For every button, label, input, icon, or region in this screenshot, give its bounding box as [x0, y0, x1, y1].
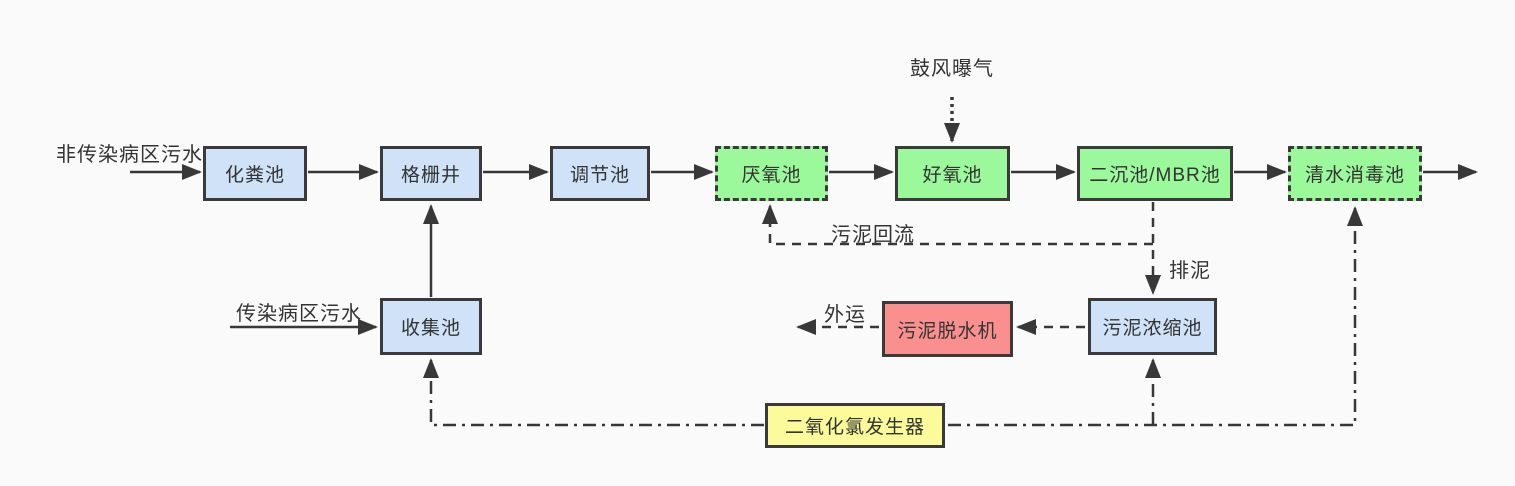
- label-non-infectious-inflow: 非传染病区污水: [56, 144, 203, 166]
- label-outbound-transport: 外运: [824, 304, 866, 326]
- label-blower-aeration: 鼓风曝气: [910, 58, 994, 80]
- edge-sludge-return: [762, 204, 1153, 246]
- node-sludge-thickening-tank: 污泥浓缩池: [1088, 298, 1217, 355]
- node-chlorine-dioxide-generator: 二氧化氯发生器: [765, 403, 945, 448]
- node-collection-tank: 收集池: [380, 298, 482, 355]
- label-sludge-discharge: 排泥: [1169, 260, 1211, 282]
- node-secondary-mbr-tank: 二沉池/MBR池: [1077, 146, 1233, 201]
- label-infectious-inflow: 传染病区污水: [236, 303, 362, 325]
- node-anaerobic-tank: 厌氧池: [715, 146, 828, 201]
- edge-generator-to-disinfection: [948, 206, 1363, 427]
- node-sludge-dewatering-machine: 污泥脱水机: [882, 301, 1013, 357]
- label-sludge-return: 污泥回流: [831, 224, 915, 246]
- edge-generator-to-collection: [423, 358, 764, 427]
- node-grid-well: 格栅井: [380, 146, 482, 201]
- node-aerobic-tank: 好氧池: [895, 146, 1010, 201]
- node-disinfection-tank: 清水消毒池: [1288, 146, 1422, 201]
- node-septic-tank: 化粪池: [203, 146, 307, 201]
- node-regulating-tank: 调节池: [550, 146, 650, 201]
